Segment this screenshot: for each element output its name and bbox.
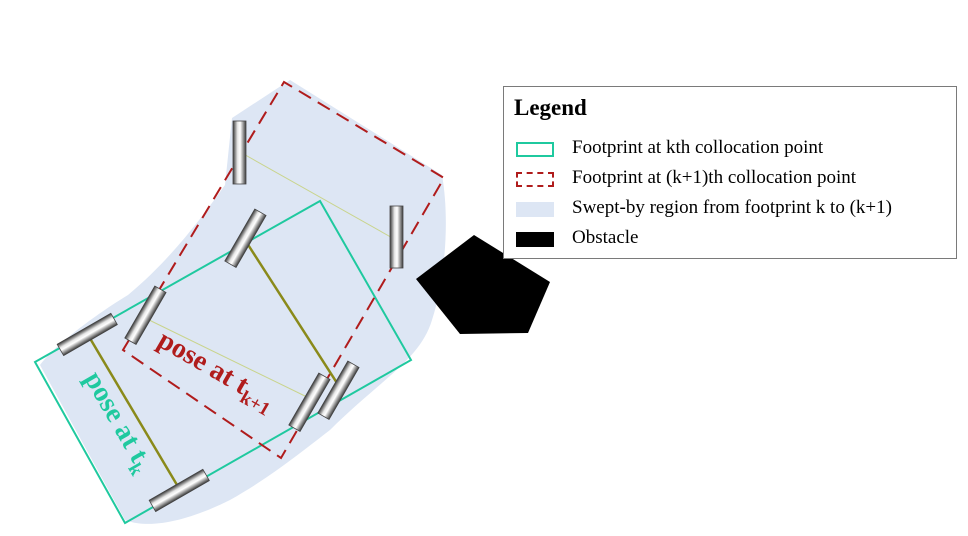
wheel-k-rear-right [288,372,331,433]
legend-swatch-black [516,232,554,247]
swept-region [40,80,446,524]
legend-item-footprint-k: Footprint at kth collocation point [504,137,956,163]
wheel-k-front-right [148,468,210,513]
axle-k1-rear [239,151,397,241]
legend-swatch-green [516,142,554,157]
footprint-k1 [121,80,446,460]
wheel-k-front-left [56,312,118,357]
axle-k-right [243,239,339,384]
legend-label-swept-region: Swept-by region from footprint k to (k+1… [572,197,892,218]
axle-k-left [86,334,182,491]
legend-swatch-red [516,172,554,187]
legend-item-obstacle: Obstacle [504,227,956,253]
legend-label-footprint-k: Footprint at kth collocation point [572,137,824,158]
legend: Legend Footprint at kth collocation poin… [503,86,957,259]
legend-label-obstacle: Obstacle [572,227,639,248]
wheel-k1-front-left [124,285,167,346]
footprint-k [33,199,413,525]
axle-k1-front [144,317,308,398]
legend-item-swept-region: Swept-by region from footprint k to (k+1… [504,197,956,223]
legend-label-footprint-k1: Footprint at (k+1)th collocation point [572,167,857,188]
obstacle [416,235,550,334]
legend-swatch-blue [516,202,554,217]
legend-item-footprint-k1: Footprint at (k+1)th collocation point [504,167,956,193]
wheel-k-rear-left [224,208,267,269]
legend-title: Legend [514,95,587,120]
wheel-k1-rear-left [232,120,247,185]
wheel-k1-front-right [317,360,360,421]
wheel-k1-rear-right [389,205,404,269]
